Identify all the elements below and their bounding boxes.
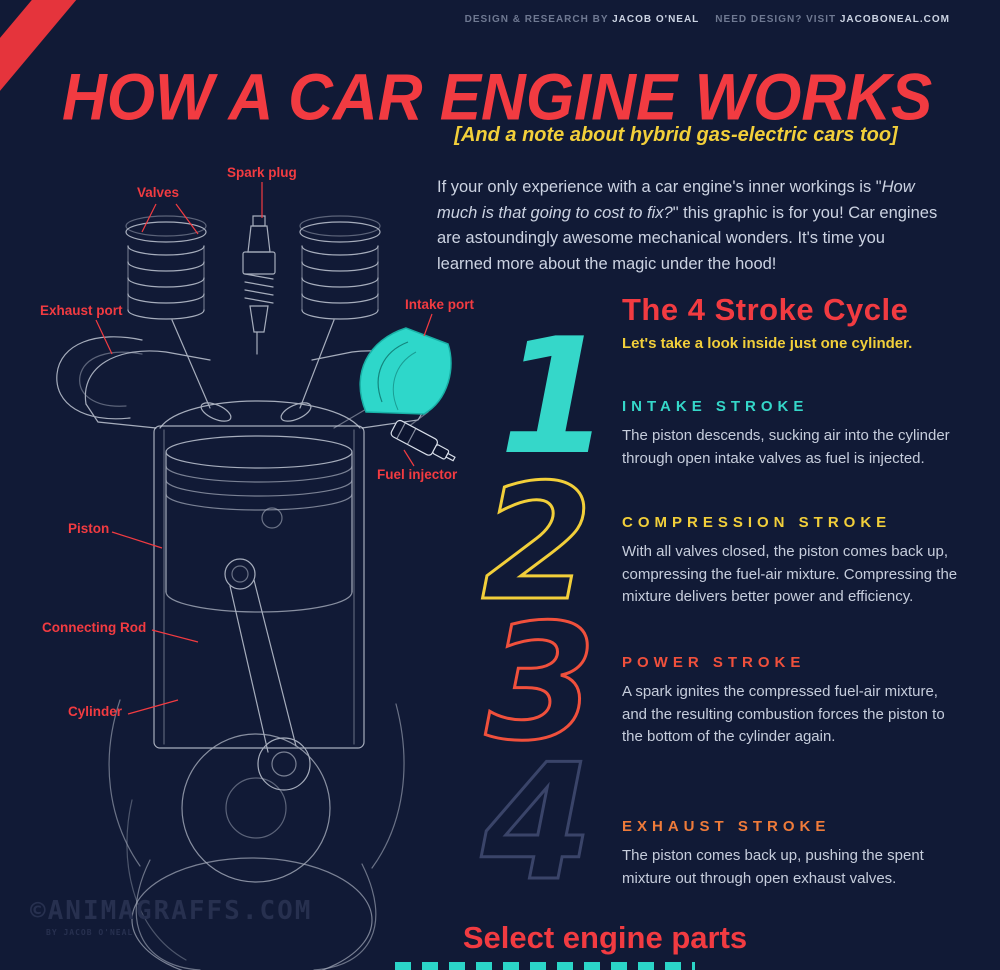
label-piston: Piston bbox=[68, 521, 110, 536]
intro-text-quote: How much is that going to cost to fix? bbox=[437, 178, 915, 222]
fuel-injector-art bbox=[390, 419, 456, 462]
label-valves: Valves bbox=[137, 185, 180, 200]
cylinder-art bbox=[153, 425, 365, 749]
step-intake-title: INTAKE STROKE bbox=[622, 398, 809, 415]
stroke-number-3: 3 bbox=[485, 589, 596, 776]
crankshaft-art bbox=[181, 733, 331, 883]
label-spark-plug: Spark plug bbox=[227, 165, 297, 180]
intro-text-end: " this graphic is for you! Car engines a… bbox=[437, 203, 938, 273]
intake-port-art bbox=[359, 327, 452, 415]
design-credit-name: JACOB O'NEAL bbox=[612, 14, 700, 25]
credits-bar: DESIGN & RESEARCH BY JACOB O'NEAL NEED D… bbox=[420, 14, 950, 25]
stroke-numbers-column: 1 2 3 4 bbox=[479, 303, 611, 900]
stroke-number-4: 4 bbox=[480, 729, 592, 900]
design-credit-label: DESIGN & RESEARCH BY bbox=[464, 14, 613, 25]
watermark: ©ANIMAGRAFFS.COM bbox=[30, 896, 313, 926]
intro-paragraph: If your only experience with a car engin… bbox=[437, 175, 942, 277]
select-parts-heading: Select engine parts bbox=[462, 920, 748, 955]
label-cylinder: Cylinder bbox=[68, 704, 123, 719]
watermark-byline: BY JACOB O'NEAL bbox=[46, 928, 134, 937]
step-exhaust-title: EXHAUST STROKE bbox=[622, 818, 831, 835]
step-compression-title: COMPRESSION STROKE bbox=[622, 514, 892, 531]
page-subtitle: [And a note about hybrid gas-electric ca… bbox=[454, 124, 898, 146]
piston-art bbox=[165, 435, 353, 469]
spark-plug-art bbox=[252, 215, 266, 227]
stroke-number-2: 2 bbox=[481, 449, 592, 636]
step-power-title: POWER STROKE bbox=[622, 654, 806, 671]
cylinder-head-art bbox=[84, 350, 211, 405]
step-compression-body: With all valves closed, the piston comes… bbox=[622, 543, 958, 605]
label-connecting-rod: Connecting Rod bbox=[42, 620, 147, 635]
visit-link[interactable]: NEED DESIGN? VISIT JACOBONEAL.COM bbox=[715, 14, 950, 25]
valve-spring-right-art bbox=[299, 221, 381, 243]
cutoff-section-teaser bbox=[395, 962, 695, 970]
step-power: POWER STROKE A spark ignites the compres… bbox=[622, 654, 962, 749]
label-exhaust-port: Exhaust port bbox=[40, 303, 123, 318]
step-exhaust: EXHAUST STROKE The piston comes back up,… bbox=[622, 818, 962, 890]
step-power-body: A spark ignites the compressed fuel-air … bbox=[622, 683, 945, 745]
intro-text-start: If your only experience with a car engin… bbox=[437, 178, 882, 196]
stroke-number-1: 1 bbox=[499, 303, 610, 490]
exhaust-port-art bbox=[56, 336, 143, 420]
visit-link-label: NEED DESIGN? VISIT bbox=[715, 14, 840, 25]
connecting-rod-art bbox=[229, 579, 297, 753]
label-intake-port: Intake port bbox=[405, 297, 475, 312]
step-intake-body: The piston descends, sucking air into th… bbox=[622, 427, 950, 467]
label-fuel-injector: Fuel injector bbox=[377, 467, 458, 482]
step-intake: INTAKE STROKE The piston descends, sucki… bbox=[622, 398, 962, 470]
step-compression: COMPRESSION STROKE With all valves close… bbox=[622, 514, 962, 609]
label-leader-lines bbox=[95, 182, 433, 715]
design-credit: DESIGN & RESEARCH BY JACOB O'NEAL bbox=[465, 14, 700, 25]
page-title: HOW A CAR ENGINE WORKS bbox=[62, 61, 933, 135]
valve-spring-left-art bbox=[125, 221, 207, 243]
cycle-heading: The 4 Stroke Cycle bbox=[622, 292, 909, 327]
cycle-subheading: Let's take a look inside just one cylind… bbox=[622, 335, 913, 352]
visit-link-domain: JACOBONEAL.COM bbox=[839, 14, 950, 25]
engine-cutaway-diagram bbox=[56, 182, 456, 970]
step-exhaust-body: The piston comes back up, pushing the sp… bbox=[622, 847, 924, 887]
